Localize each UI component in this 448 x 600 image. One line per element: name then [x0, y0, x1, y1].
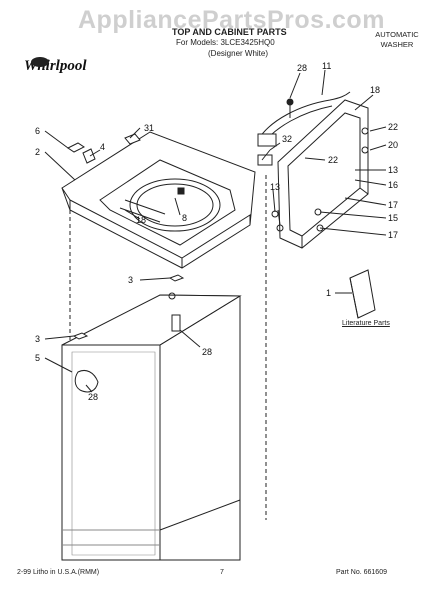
- callout-16: 16: [388, 180, 398, 190]
- callout-labels: 28 11 18 6 31 22 2 4 32 22 20 13 16 13 1…: [35, 61, 398, 402]
- model-line: For Models: 3LCE3425HQ0: [176, 38, 275, 47]
- literature-parts-label: Literature Parts: [342, 320, 390, 327]
- callout-4: 4: [100, 142, 105, 152]
- callout-2: 2: [35, 147, 40, 157]
- lid-frame: [277, 99, 369, 249]
- footer-litho: 2-99 Litho in U.S.A.(RMM): [17, 569, 100, 576]
- footer-page-number: 7: [220, 569, 224, 576]
- callout-28-left: 28: [88, 392, 98, 402]
- washer-top-panel: [61, 131, 256, 269]
- callout-8: 8: [182, 213, 187, 223]
- callout-32: 32: [282, 134, 292, 144]
- part-3-screw-top: [168, 274, 185, 282]
- callout-22-mid: 22: [328, 155, 338, 165]
- callout-1: 1: [326, 288, 331, 298]
- callout-17-bottom: 17: [388, 230, 398, 240]
- callout-3-top: 3: [128, 275, 133, 285]
- variant-line: (Designer White): [208, 49, 269, 58]
- brand-logo-oval: [31, 57, 49, 67]
- literature-pack: [335, 269, 376, 319]
- product-type: AUTOMATIC WASHER: [375, 30, 419, 49]
- washer-cabinet: [61, 292, 242, 561]
- callout-31: 31: [144, 123, 154, 133]
- part-4-clip: [82, 148, 96, 164]
- callout-22-right: 22: [388, 122, 398, 132]
- callout-18-left: 18: [136, 215, 146, 225]
- lid-switch-harness: [257, 91, 351, 166]
- part-31-hinge: [124, 133, 141, 145]
- callout-17-top: 17: [388, 200, 398, 210]
- callout-15: 15: [388, 213, 398, 223]
- callout-18-top: 18: [370, 85, 380, 95]
- diagram-title: TOP AND CABINET PARTS: [172, 27, 287, 37]
- callout-28-cabinet: 28: [202, 347, 212, 357]
- watermark: AppliancePartsPros.com: [78, 6, 385, 34]
- callout-20: 20: [388, 140, 398, 150]
- callout-13-right: 13: [388, 165, 398, 175]
- part-6-clip: [67, 142, 85, 153]
- callout-13-mid: 13: [270, 182, 280, 192]
- footer-part-number: Part No. 661609: [336, 569, 387, 576]
- part-3-screw-left: [72, 332, 89, 340]
- callout-5: 5: [35, 353, 40, 363]
- callout-6: 6: [35, 126, 40, 136]
- callout-11: 11: [322, 61, 331, 71]
- callout-28-top: 28: [297, 63, 307, 73]
- callout-3-left: 3: [35, 334, 40, 344]
